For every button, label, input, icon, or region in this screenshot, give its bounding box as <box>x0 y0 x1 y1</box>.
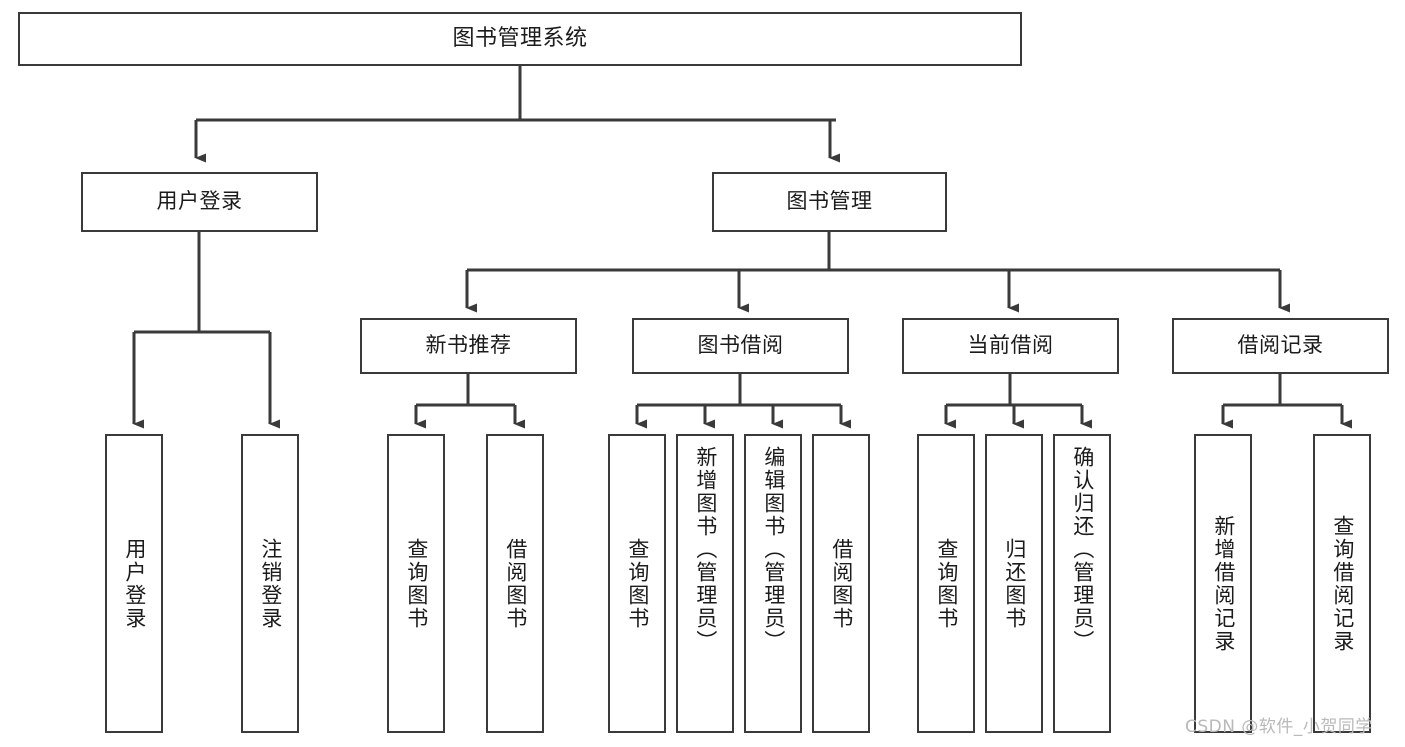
node-label: 新书推荐 <box>425 333 512 358</box>
leaf-book-borrow-query-books[interactable]: 查询图书 <box>608 434 666 733</box>
leaf-user-login-login[interactable]: 用户登录 <box>105 434 163 733</box>
node-current-borrow[interactable]: 当前借阅 <box>902 318 1119 374</box>
node-new-book-recommend[interactable]: 新书推荐 <box>360 318 577 374</box>
node-label: 归还图书 <box>1002 537 1027 630</box>
leaf-current-borrow-return-books[interactable]: 归还图书 <box>985 434 1043 733</box>
node-label: 编辑图书（管理员） <box>761 446 786 653</box>
node-label: 借阅图书 <box>829 537 854 630</box>
node-label: 确认归还（管理员） <box>1070 446 1095 653</box>
node-label: 查询借阅记录 <box>1330 514 1355 653</box>
node-label: 新增图书（管理员） <box>693 446 718 653</box>
leaf-new-book-borrow-books[interactable]: 借阅图书 <box>486 434 544 733</box>
node-label: 查询图书 <box>404 537 429 630</box>
node-label: 借阅图书 <box>503 537 528 630</box>
leaf-user-login-logout[interactable]: 注销登录 <box>241 434 299 733</box>
node-book-management[interactable]: 图书管理 <box>712 172 947 232</box>
node-label: 用户登录 <box>156 189 243 214</box>
node-label: 注销登录 <box>258 537 283 630</box>
node-label: 查询图书 <box>934 537 959 630</box>
leaf-current-borrow-query-books[interactable]: 查询图书 <box>917 434 975 733</box>
leaf-new-book-query-books[interactable]: 查询图书 <box>387 434 445 733</box>
leaf-book-borrow-edit-book-admin[interactable]: 编辑图书（管理员） <box>744 434 802 733</box>
node-label: 当前借阅 <box>967 333 1054 358</box>
csdn-watermark: CSDN @软件_小贺同学 <box>1185 717 1373 737</box>
node-root-library-management-system[interactable]: 图书管理系统 <box>18 12 1022 66</box>
node-label: 用户登录 <box>122 537 147 630</box>
node-label: 查询图书 <box>625 537 650 630</box>
leaf-borrow-records-add-record[interactable]: 新增借阅记录 <box>1194 434 1252 733</box>
leaf-borrow-records-query-record[interactable]: 查询借阅记录 <box>1313 434 1371 733</box>
node-label: 借阅记录 <box>1237 333 1324 358</box>
node-label: 图书管理 <box>786 189 873 214</box>
leaf-book-borrow-add-book-admin[interactable]: 新增图书（管理员） <box>676 434 734 733</box>
leaf-book-borrow-borrow-books[interactable]: 借阅图书 <box>812 434 870 733</box>
node-borrow-records[interactable]: 借阅记录 <box>1172 318 1389 374</box>
node-label: 图书借阅 <box>697 333 784 358</box>
node-book-borrow[interactable]: 图书借阅 <box>632 318 849 374</box>
leaf-current-borrow-confirm-return-admin[interactable]: 确认归还（管理员） <box>1053 434 1111 733</box>
node-label: 图书管理系统 <box>452 25 588 51</box>
node-label: 新增借阅记录 <box>1211 514 1236 653</box>
node-user-login[interactable]: 用户登录 <box>81 172 318 232</box>
